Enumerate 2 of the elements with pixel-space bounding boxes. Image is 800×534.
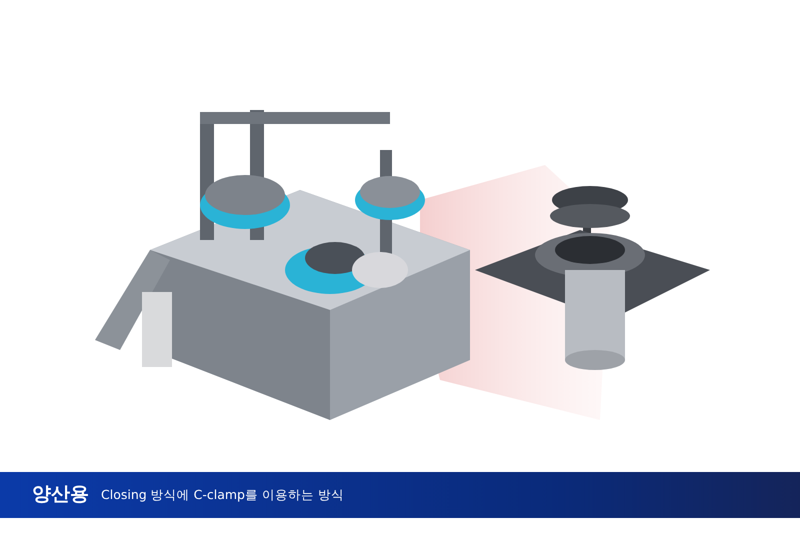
title: 양산용	[32, 482, 89, 506]
caption: Closing 방식에 C-clamp를 이용하는 방식	[101, 487, 344, 503]
